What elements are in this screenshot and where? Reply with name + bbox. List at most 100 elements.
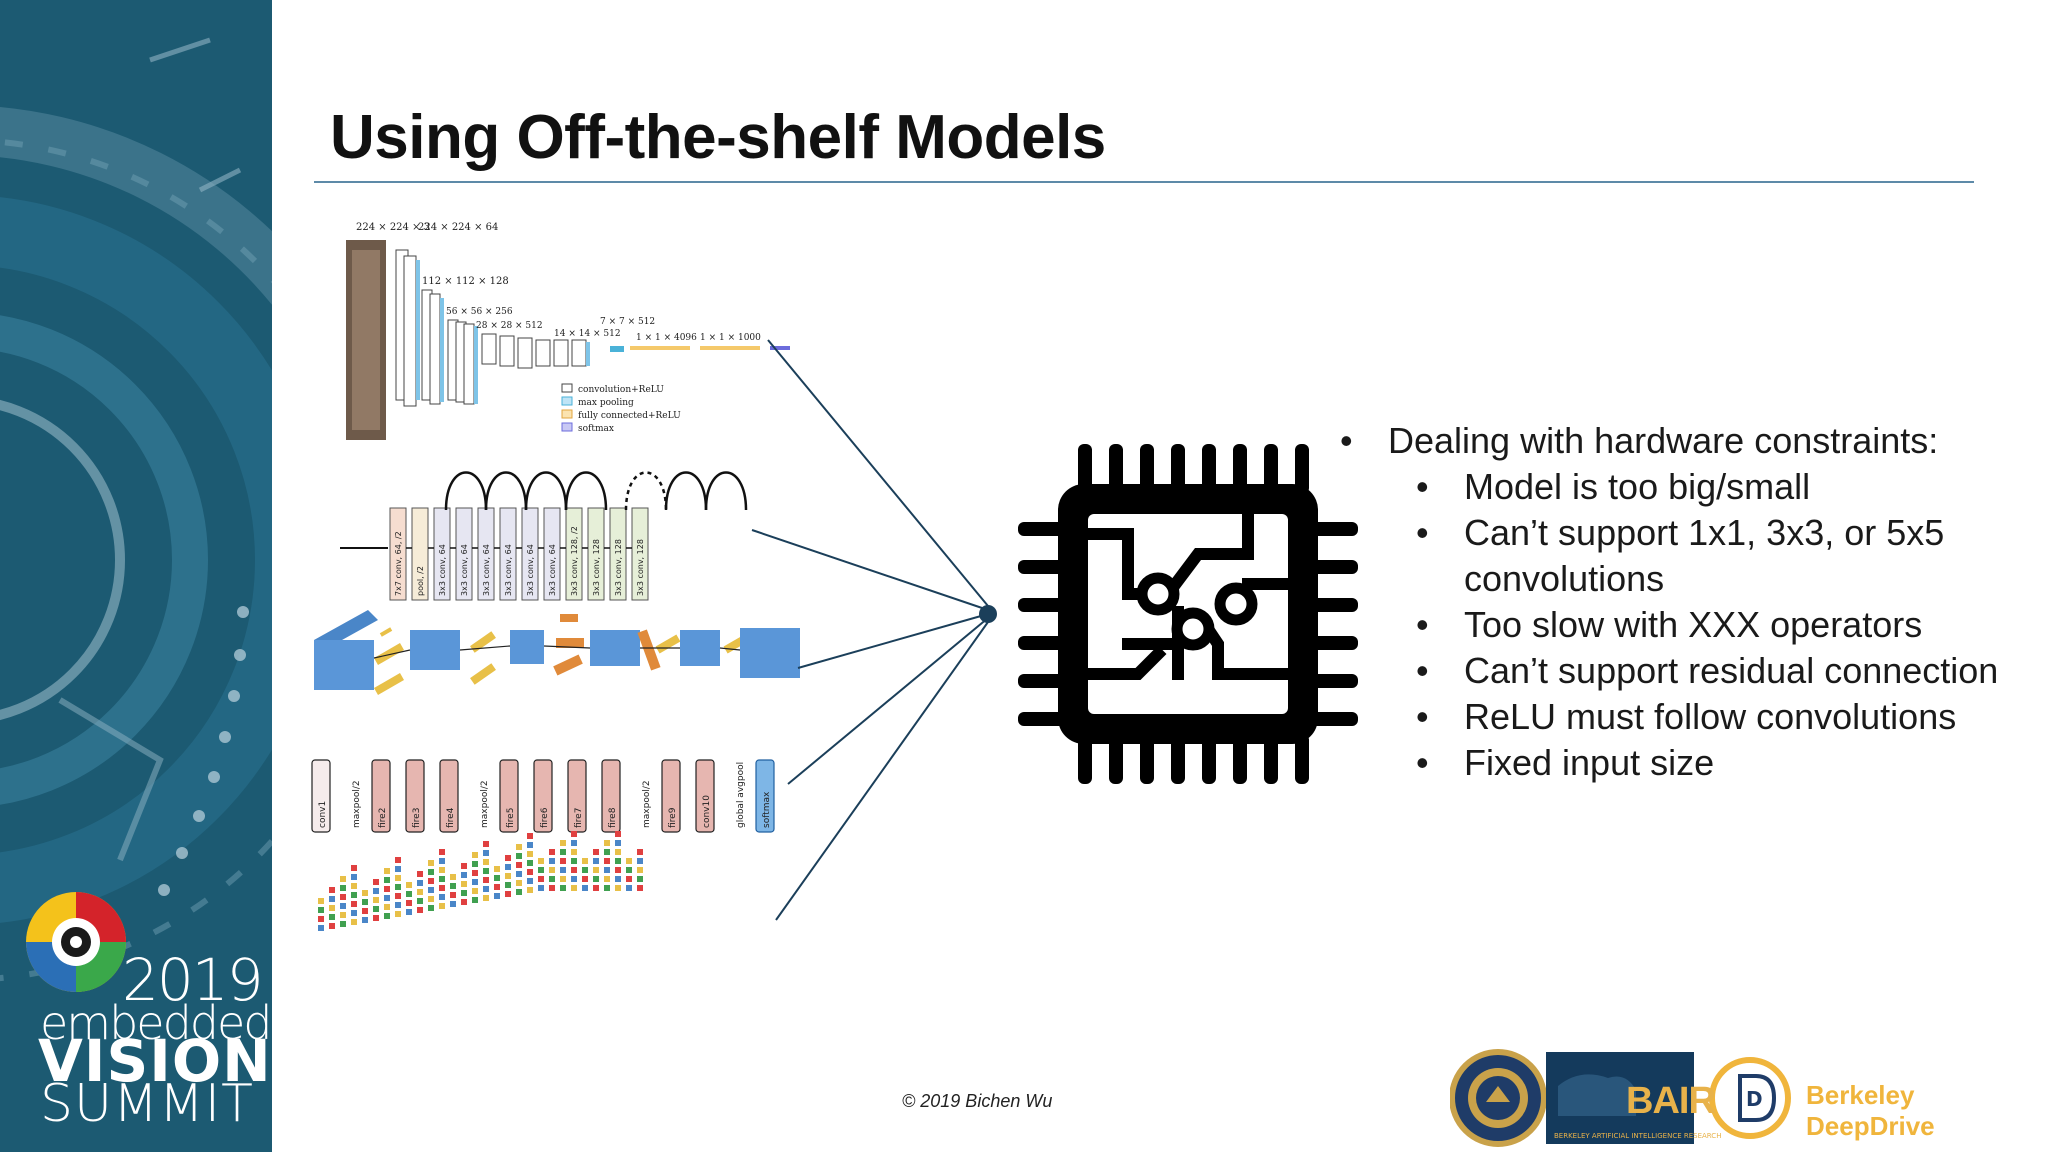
googlenet-layer-block — [516, 880, 522, 886]
googlenet-diagram — [318, 831, 643, 931]
sidebar-branding: 2019 embedded VISION SUMMIT — [0, 0, 273, 1152]
googlenet-layer-block — [571, 849, 577, 855]
googlenet-layer-block — [384, 868, 390, 874]
googlenet-layer-block — [538, 876, 544, 882]
googlenet-layer-block — [538, 867, 544, 873]
squeezenet-layer-label: fire5 — [506, 808, 516, 828]
googlenet-layer-block — [406, 882, 412, 888]
chip-pin — [1233, 734, 1247, 784]
chip-pin — [1202, 444, 1216, 494]
googlenet-layer-block — [384, 904, 390, 910]
googlenet-layer-block — [362, 917, 368, 923]
googlenet-layer-block — [582, 885, 588, 891]
googlenet-layer-block — [472, 861, 478, 867]
googlenet-layer-block — [582, 867, 588, 873]
googlenet-layer-block — [483, 859, 489, 865]
bullet-item: Too slow with XXX operators — [1340, 602, 2040, 648]
resnet-layer-label: 7x7 conv, 64, /2 — [394, 531, 403, 596]
googlenet-layer-block — [395, 866, 401, 872]
resnet-layer-block — [433, 507, 451, 601]
googlenet-layer-block — [626, 885, 632, 891]
brand-year: 2019 — [122, 946, 264, 1014]
resnet-layer-label: 3x3 conv, 64 — [548, 544, 557, 596]
googlenet-layer-block — [483, 886, 489, 892]
googlenet-layer-block — [461, 863, 467, 869]
deepdrive-icon: D — [1709, 1057, 1791, 1139]
googlenet-layer-block — [549, 849, 555, 855]
googlenet-layer-block — [549, 876, 555, 882]
squeezenet-layer-label: conv10 — [702, 795, 712, 828]
googlenet-layer-block — [516, 862, 522, 868]
googlenet-layer-block — [472, 879, 478, 885]
resnet-layer-block — [543, 507, 561, 601]
googlenet-layer-block — [505, 891, 511, 897]
resnet-layer-block — [587, 507, 605, 601]
copyright-text: © 2019 Bichen Wu — [902, 1091, 1053, 1111]
bullet-item: Can’t support 1x1, 3x3, or 5x5 convoluti… — [1340, 510, 2040, 602]
googlenet-layer-block — [340, 876, 346, 882]
chip-pin — [1018, 636, 1068, 650]
googlenet-layer-block — [362, 890, 368, 896]
chip-pin — [1140, 734, 1154, 784]
googlenet-layer-block — [593, 876, 599, 882]
resnet-layer-block — [609, 507, 627, 601]
googlenet-layer-block — [461, 881, 467, 887]
googlenet-layer-block — [428, 905, 434, 911]
googlenet-layer-block — [505, 873, 511, 879]
googlenet-layer-block — [384, 895, 390, 901]
googlenet-layer-block — [329, 914, 335, 920]
googlenet-layer-block — [384, 877, 390, 883]
googlenet-layer-block — [439, 876, 445, 882]
googlenet-layer-block — [428, 860, 434, 866]
googlenet-layer-block — [329, 923, 335, 929]
chip-pin — [1140, 444, 1154, 494]
bullet-item: ReLU must follow convolutions — [1340, 694, 2040, 740]
googlenet-layer-block — [615, 840, 621, 846]
svg-text:224 × 224 × 64: 224 × 224 × 64 — [418, 222, 498, 233]
squeezenet-layer-label: softmax — [762, 791, 772, 828]
googlenet-layer-block — [428, 896, 434, 902]
squeezenet-layer-block — [661, 759, 681, 833]
arrow-junction — [979, 605, 997, 623]
googlenet-layer-block — [494, 893, 500, 899]
svg-text:BERKELEY ARTIFICIAL INTELLIGEN: BERKELEY ARTIFICIAL INTELLIGENCE RESEARC… — [1554, 1132, 1721, 1140]
googlenet-layer-block — [516, 844, 522, 850]
svg-text:7 × 7 × 512: 7 × 7 × 512 — [600, 317, 655, 327]
googlenet-layer-block — [626, 876, 632, 882]
googlenet-layer-block — [373, 915, 379, 921]
googlenet-layer-block — [417, 898, 423, 904]
resnet-layer-block — [631, 507, 649, 601]
googlenet-layer-block — [549, 885, 555, 891]
googlenet-layer-block — [329, 887, 335, 893]
bullet-item: Model is too big/small — [1340, 464, 2040, 510]
squeezenet-layer-block — [695, 759, 715, 833]
squeezenet-layer-block — [533, 759, 553, 833]
googlenet-layer-block — [417, 871, 423, 877]
googlenet-layer-block — [318, 907, 324, 913]
googlenet-layer-block — [340, 921, 346, 927]
googlenet-layer-block — [494, 875, 500, 881]
evs-logo-icon — [26, 892, 126, 992]
googlenet-layer-block — [395, 893, 401, 899]
googlenet-layer-block — [472, 897, 478, 903]
googlenet-layer-block — [351, 865, 357, 871]
resnet-layer-label: 3x3 conv, 64 — [482, 544, 491, 596]
brand-summit: SUMMIT — [40, 1074, 254, 1134]
googlenet-layer-block — [373, 888, 379, 894]
googlenet-layer-block — [329, 896, 335, 902]
googlenet-layer-block — [373, 879, 379, 885]
googlenet-layer-block — [340, 894, 346, 900]
googlenet-layer-block — [626, 867, 632, 873]
chip-pin — [1171, 444, 1185, 494]
chip-pin — [1078, 734, 1092, 784]
googlenet-layer-block — [538, 885, 544, 891]
brand-embedded: embedded — [40, 996, 273, 1050]
chip-pin — [1171, 734, 1185, 784]
googlenet-layer-block — [549, 858, 555, 864]
googlenet-layer-block — [582, 858, 588, 864]
googlenet-layer-block — [637, 885, 643, 891]
squeezenet-layer-block — [311, 759, 331, 833]
svg-text:D: D — [1746, 1087, 1763, 1111]
chip-pin — [1109, 734, 1123, 784]
